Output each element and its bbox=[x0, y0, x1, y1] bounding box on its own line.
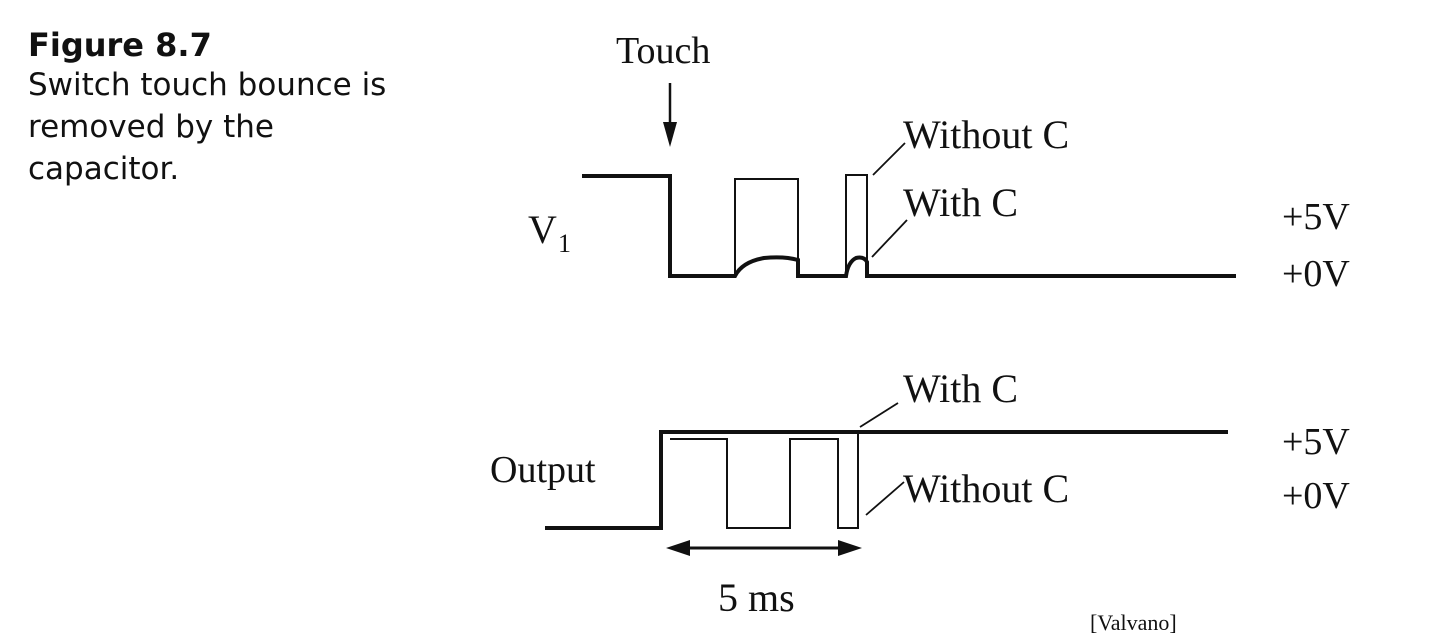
output-with-c-trace bbox=[545, 430, 1228, 530]
v1-zero-label: +0V bbox=[1282, 253, 1350, 295]
duration-label: 5 ms bbox=[718, 575, 795, 620]
v1-without-c-pulse-1 bbox=[734, 178, 799, 276]
output-zero-label: +0V bbox=[1282, 475, 1350, 517]
output-with-c-label: With C bbox=[903, 366, 1018, 411]
v1-with-c-label: With C bbox=[903, 180, 1018, 225]
output-label: Output bbox=[490, 449, 596, 491]
output-without-c-leader bbox=[865, 481, 905, 516]
caption-line-3: capacitor. bbox=[28, 151, 180, 187]
output-with-c-leader bbox=[859, 402, 899, 428]
touch-arrow-head bbox=[663, 122, 677, 147]
credit-label: [Valvano] bbox=[1090, 610, 1177, 635]
touch-label: Touch bbox=[616, 30, 710, 72]
v1-without-c-label: Without C bbox=[903, 112, 1069, 157]
figure-caption-text: Switch touch bounce is removed by the ca… bbox=[28, 64, 448, 190]
output-plus5v-label: +5V bbox=[1282, 421, 1350, 463]
v1-with-c-trace bbox=[582, 174, 1236, 278]
caption-line-2: removed by the bbox=[28, 109, 275, 145]
figure-title: Figure 8.7 bbox=[28, 26, 212, 64]
caption-line-1: Switch touch bounce is bbox=[28, 67, 387, 103]
v1-plus5v-label: +5V bbox=[1282, 196, 1350, 238]
output-without-c-label: Without C bbox=[903, 466, 1069, 511]
v1-label: V bbox=[528, 207, 557, 252]
duration-arrow-left-head bbox=[666, 540, 690, 556]
v1-without-c-leader bbox=[872, 142, 906, 176]
figure-caption: Figure 8.7 Switch touch bounce is remove… bbox=[28, 26, 448, 190]
v1-with-c-leader bbox=[871, 219, 908, 258]
v1-label-main: V bbox=[528, 207, 557, 252]
v1-without-c-pulse-2 bbox=[845, 174, 868, 276]
duration-arrow-right-head bbox=[838, 540, 862, 556]
v1-label-subscript: 1 bbox=[558, 229, 571, 258]
output-without-c-trace bbox=[670, 432, 859, 529]
